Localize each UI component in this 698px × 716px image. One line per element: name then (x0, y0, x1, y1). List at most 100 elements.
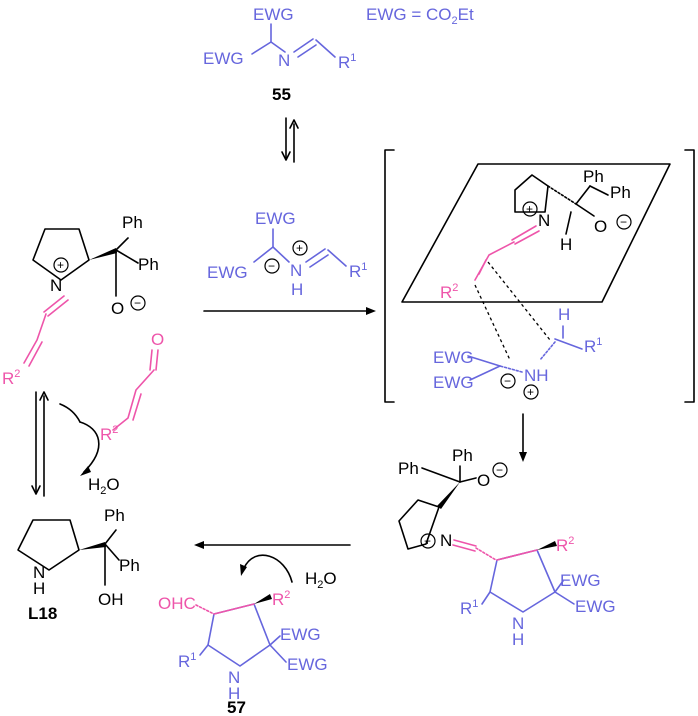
atom-ph2: Ph (610, 183, 631, 202)
water-byproduct: H2O (88, 475, 120, 497)
iminium-intermediate: + N Ph Ph O − R2 (2, 213, 159, 388)
bond (115, 249, 139, 264)
atom-r2: R2 (440, 282, 458, 302)
charge-sign: + (57, 258, 64, 272)
atom-r2: R2 (556, 535, 574, 555)
atom-r1: R1 (460, 598, 478, 618)
water-reagent: H2O (305, 569, 337, 591)
pyrrolidine-ring (398, 499, 440, 550)
bond (459, 477, 477, 483)
bond-c-r1 (315, 39, 336, 58)
bond (575, 185, 591, 205)
charge-sign: + (527, 385, 534, 399)
product-57: OHC R2 EWG EWG R1 N H 57 (158, 589, 328, 716)
bond-chain (23, 313, 47, 364)
bond-partial (539, 341, 556, 361)
atom-o: O (111, 299, 124, 318)
bond (327, 249, 347, 267)
minus-charge-icon (492, 462, 508, 478)
atom-n: N (50, 276, 62, 295)
atom-ewg-left: EWG (203, 49, 244, 68)
bond (589, 185, 609, 196)
atom-ewg-top: EWG (253, 5, 294, 24)
atom-ewg2: EWG (287, 655, 328, 674)
atom-ewg1: EWG (560, 571, 601, 590)
charge-sign: − (496, 463, 503, 477)
atom-r1: R1 (178, 651, 196, 671)
atom-r1: R1 (349, 261, 367, 281)
bond (199, 644, 209, 656)
atom-h: H (291, 280, 303, 299)
bond-n-eq-c (452, 544, 476, 552)
bond (115, 237, 129, 251)
atom-h: H (560, 235, 572, 254)
bond (554, 338, 583, 350)
bond-chain (112, 369, 155, 431)
compound-label-55: 55 (272, 85, 291, 104)
bond (469, 365, 501, 381)
bond-c-eq-o (155, 349, 159, 371)
bond-partial (478, 259, 487, 275)
atom-ewg2: EWG (575, 597, 616, 616)
forming-bond (487, 261, 551, 341)
bond (467, 355, 501, 367)
bond-ch (251, 23, 272, 55)
bond (305, 248, 326, 263)
minus-charge-icon (264, 258, 280, 274)
plus-charge-icon (523, 384, 539, 400)
atom-r2: R2 (272, 589, 290, 609)
bond (421, 467, 461, 483)
bond-partial (499, 365, 523, 373)
atom-ph1: Ph (104, 506, 125, 525)
bond-c-eq-n (47, 299, 69, 317)
equilibrium-arrows-top (281, 117, 299, 163)
atom-ohc: OHC (158, 594, 196, 613)
bond (104, 529, 117, 545)
bond-double (28, 341, 43, 367)
atom-n: N (512, 614, 524, 633)
atom-ewg2: EWG (433, 373, 474, 392)
bond-c-eq-n (511, 225, 537, 241)
charge-sign: + (526, 202, 533, 216)
minus-charge-icon (130, 295, 146, 311)
bond-c-eq-o (149, 349, 153, 371)
transition-state: + N Ph Ph O − H R2 H R1 NH + EWG EWG − (384, 149, 695, 403)
atom-ewg1: EWG (433, 348, 474, 367)
atom-h: H (558, 305, 570, 324)
bond-pink (496, 549, 538, 561)
atom-nh: N (33, 563, 45, 582)
bond-c-n (270, 41, 286, 53)
imine-55: EWG EWG N R1 55 (203, 5, 356, 104)
arrow-to-transition-state (203, 307, 376, 315)
plane (401, 163, 671, 303)
charge-sign: + (424, 534, 431, 548)
atom-r2: R2 (100, 424, 118, 444)
hash-bond (475, 547, 497, 561)
atom-ewg-top: EWG (255, 209, 296, 228)
atom-ewg1: EWG (280, 625, 321, 644)
atom-h: H (228, 684, 240, 703)
atom-oh: OH (98, 590, 124, 609)
bond-pink (213, 603, 255, 615)
atom-ph2: Ph (119, 556, 140, 575)
atom-ph1: Ph (583, 167, 604, 186)
atom-h: H (33, 579, 45, 598)
pyrrolidine-ring (32, 228, 90, 281)
atom-n: N (278, 51, 290, 70)
plus-charge-icon (292, 240, 308, 256)
bond (269, 644, 287, 663)
charge-sign: − (134, 296, 141, 310)
enal-substrate: O R2 (100, 330, 164, 444)
bond-c-eq-n (514, 230, 540, 245)
plus-charge-icon (522, 201, 538, 217)
equilibrium-arrows-left (31, 391, 49, 497)
compound-label-L18: L18 (28, 604, 57, 623)
iminium-cycloadduct: Ph Ph O − + N R2 EWG EWG R1 N H (398, 446, 616, 649)
bracket-right (684, 149, 695, 403)
atom-r1: R1 (338, 52, 356, 72)
minus-charge-icon (616, 214, 632, 230)
bond (554, 580, 564, 593)
forming-bond (474, 284, 511, 361)
hash-bond (547, 185, 577, 205)
